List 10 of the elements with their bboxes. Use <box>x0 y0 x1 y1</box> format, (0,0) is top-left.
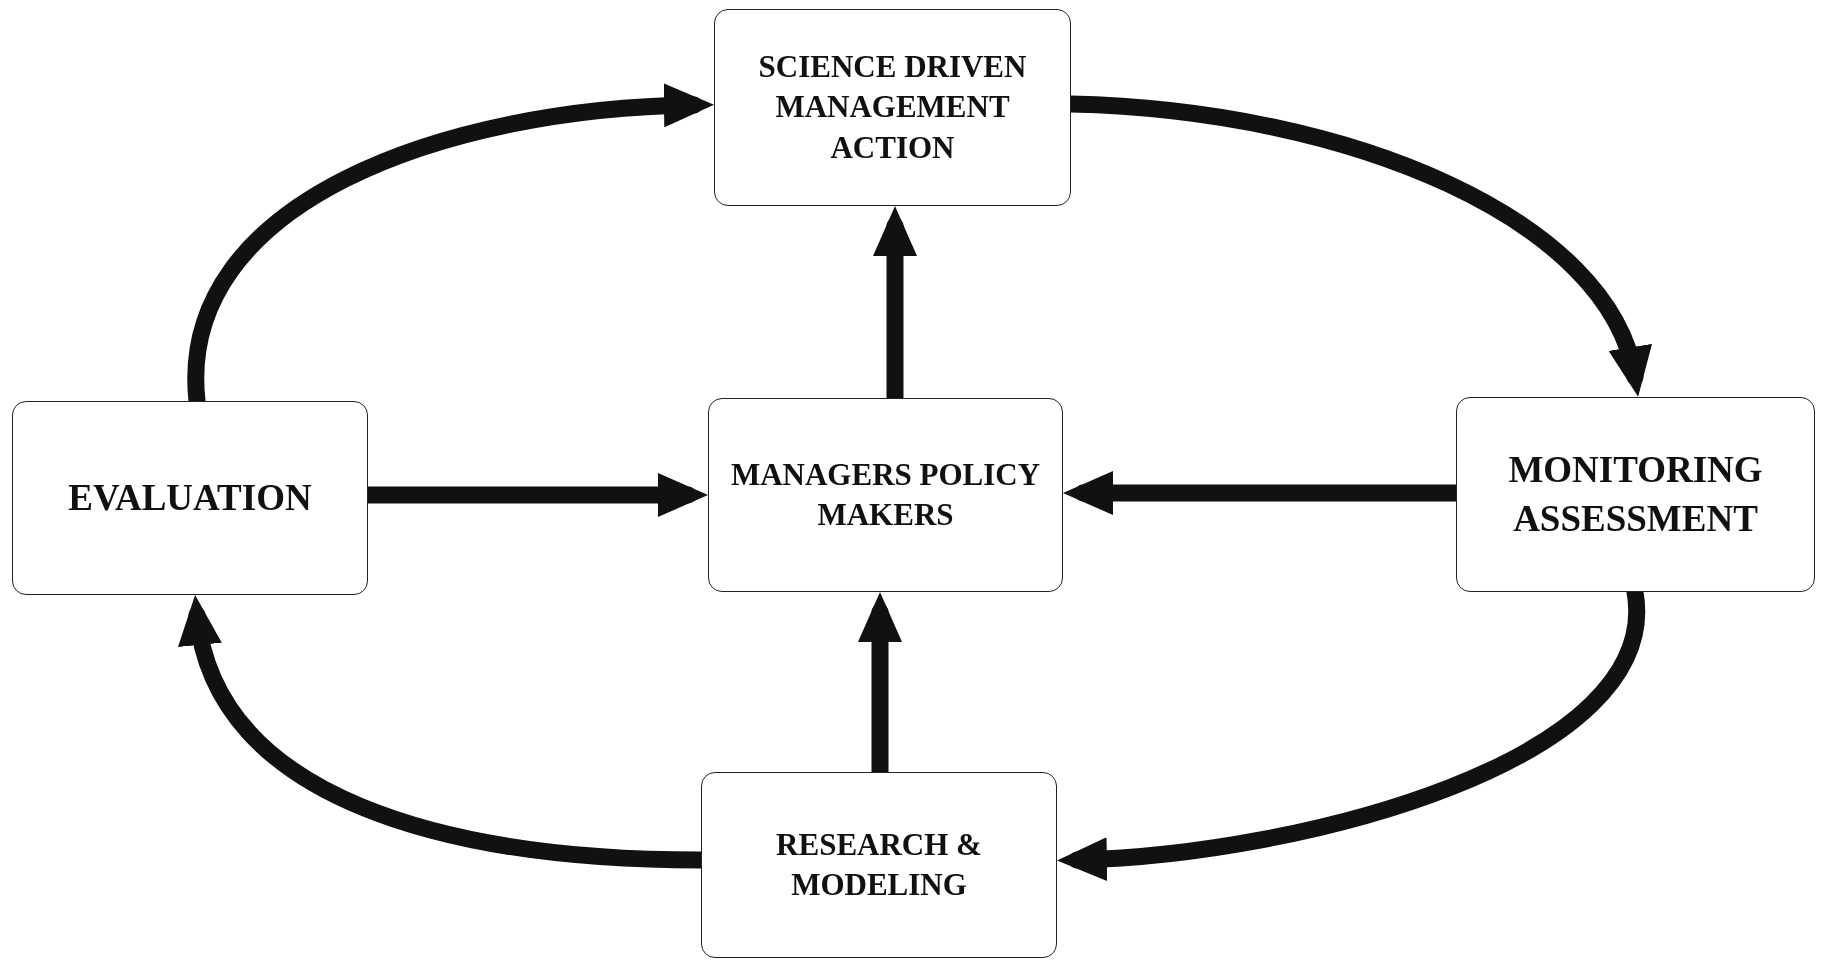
box-label: MONITORING ASSESSMENT <box>1507 448 1764 541</box>
box-label: MANAGERS POLICY MAKERS <box>729 455 1042 534</box>
process-box <box>708 398 1063 592</box>
process-box <box>714 9 1071 206</box>
process-box <box>1456 397 1815 592</box>
process-box <box>701 772 1057 958</box>
process-box <box>12 401 368 595</box>
box-label: EVALUATION <box>68 475 312 520</box>
box-label: RESEARCH & MODELING <box>775 825 983 904</box>
box-label: SCIENCE DRIVEN MANAGEMENT ACTION <box>757 48 1028 167</box>
